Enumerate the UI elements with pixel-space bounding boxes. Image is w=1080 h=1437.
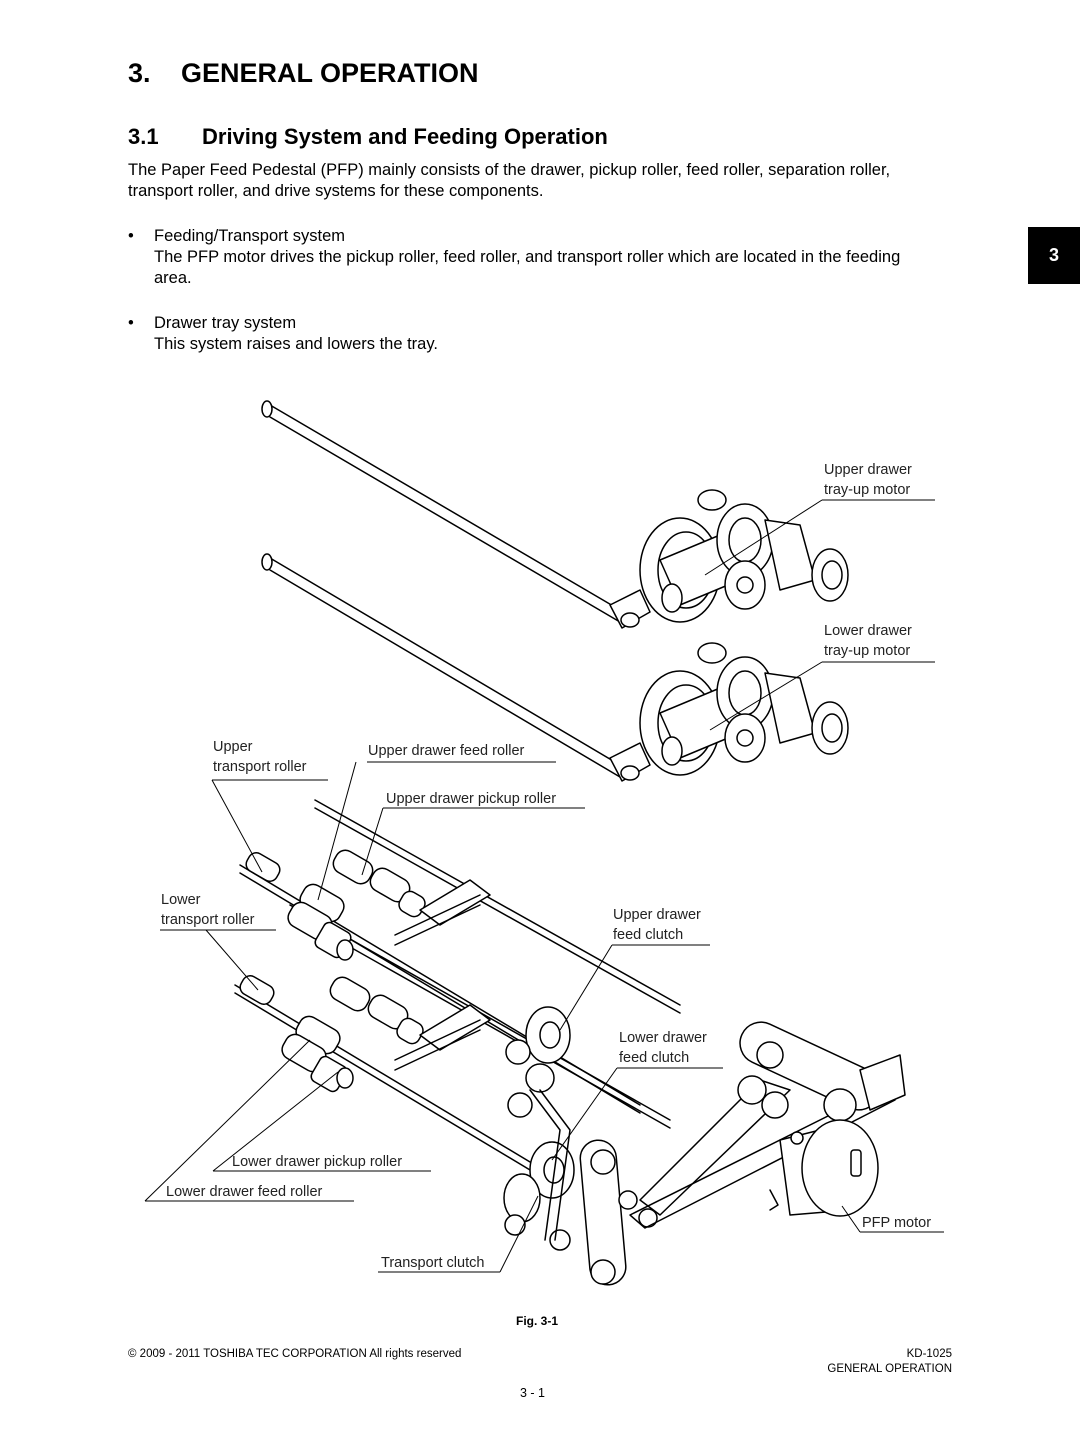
chapter-tab: 3: [1028, 227, 1080, 284]
section-number: 3.1: [128, 124, 159, 149]
bullet-drawer-tray: • Drawer tray system This system raises …: [128, 313, 928, 357]
lower-tray-shaft: [261, 553, 621, 778]
pfp-motor-assembly: [629, 1021, 906, 1229]
bullet-title: Feeding/Transport system: [154, 227, 346, 245]
bullet-description: This system raises and lowers the tray.: [154, 335, 438, 353]
label-lower-transport-roller: Lower transport roller: [161, 890, 254, 930]
bullet-description: The PFP motor drives the pickup roller, …: [154, 248, 901, 287]
upper-rollers: [245, 849, 491, 961]
label-line: feed clutch: [613, 927, 684, 943]
figure-caption: Fig. 3-1: [516, 1314, 559, 1328]
label-line: Lower drawer: [619, 1030, 707, 1046]
intro-paragraph: The Paper Feed Pedestal (PFP) mainly con…: [128, 161, 891, 200]
footer-model: KD-1025: [906, 1348, 952, 1360]
bullet-marker: •: [128, 314, 134, 332]
upper-tray-up-motor: [609, 489, 849, 629]
label-upper-drawer-feed-clutch: Upper drawer feed clutch: [613, 905, 701, 945]
section-title: Driving System and Feeding Operation: [202, 124, 608, 149]
lower-tray-up-motor: [609, 642, 849, 782]
label-lower-drawer-pickup-roller: Lower drawer pickup roller: [232, 1154, 403, 1170]
upper-tray-shaft: [261, 400, 621, 623]
bullet-marker: •: [128, 227, 134, 245]
bullet-title: Drawer tray system: [154, 314, 297, 332]
footer-section: GENERAL OPERATION: [827, 1363, 952, 1375]
label-line: transport roller: [161, 912, 255, 928]
label-line: Upper drawer: [824, 462, 912, 478]
label-upper-tray-up-motor: Upper drawer tray-up motor: [824, 460, 912, 500]
label-lower-drawer-feed-clutch: Lower drawer feed clutch: [619, 1028, 707, 1068]
page-number: 3 - 1: [520, 1386, 546, 1400]
label-line: Upper drawer: [613, 907, 701, 923]
leader-lines: [144, 499, 944, 1273]
label-line: transport roller: [213, 759, 307, 775]
gear-train: [503, 1006, 658, 1286]
label-upper-drawer-feed-roller: Upper drawer feed roller: [368, 743, 525, 759]
label-line: Upper: [213, 739, 253, 755]
label-line: Lower drawer: [824, 623, 912, 639]
label-transport-clutch: Transport clutch: [381, 1255, 485, 1271]
label-lower-drawer-feed-roller: Lower drawer feed roller: [166, 1184, 323, 1200]
chapter-number: 3.: [128, 58, 151, 88]
chapter-heading: 3. GENERAL OPERATION: [128, 58, 479, 89]
label-upper-drawer-pickup-roller: Upper drawer pickup roller: [386, 791, 557, 807]
bullet-feeding-transport: • Feeding/Transport system The PFP motor…: [128, 226, 928, 290]
feed-shafts: [234, 799, 681, 1189]
section-heading: 3.1 Driving System and Feeding Operation: [128, 124, 608, 150]
lower-rollers: [239, 975, 491, 1093]
footer-copyright: © 2009 - 2011 TOSHIBA TEC CORPORATION Al…: [128, 1348, 462, 1360]
label-line: tray-up motor: [824, 482, 911, 498]
label-line: tray-up motor: [824, 643, 911, 659]
label-line: Lower: [161, 892, 201, 908]
label-line: feed clutch: [619, 1050, 690, 1066]
label-pfp-motor: PFP motor: [862, 1215, 932, 1231]
label-lower-tray-up-motor: Lower drawer tray-up motor: [824, 621, 912, 661]
label-upper-transport-roller: Upper transport roller: [213, 737, 306, 777]
chapter-title: GENERAL OPERATION: [181, 58, 479, 88]
